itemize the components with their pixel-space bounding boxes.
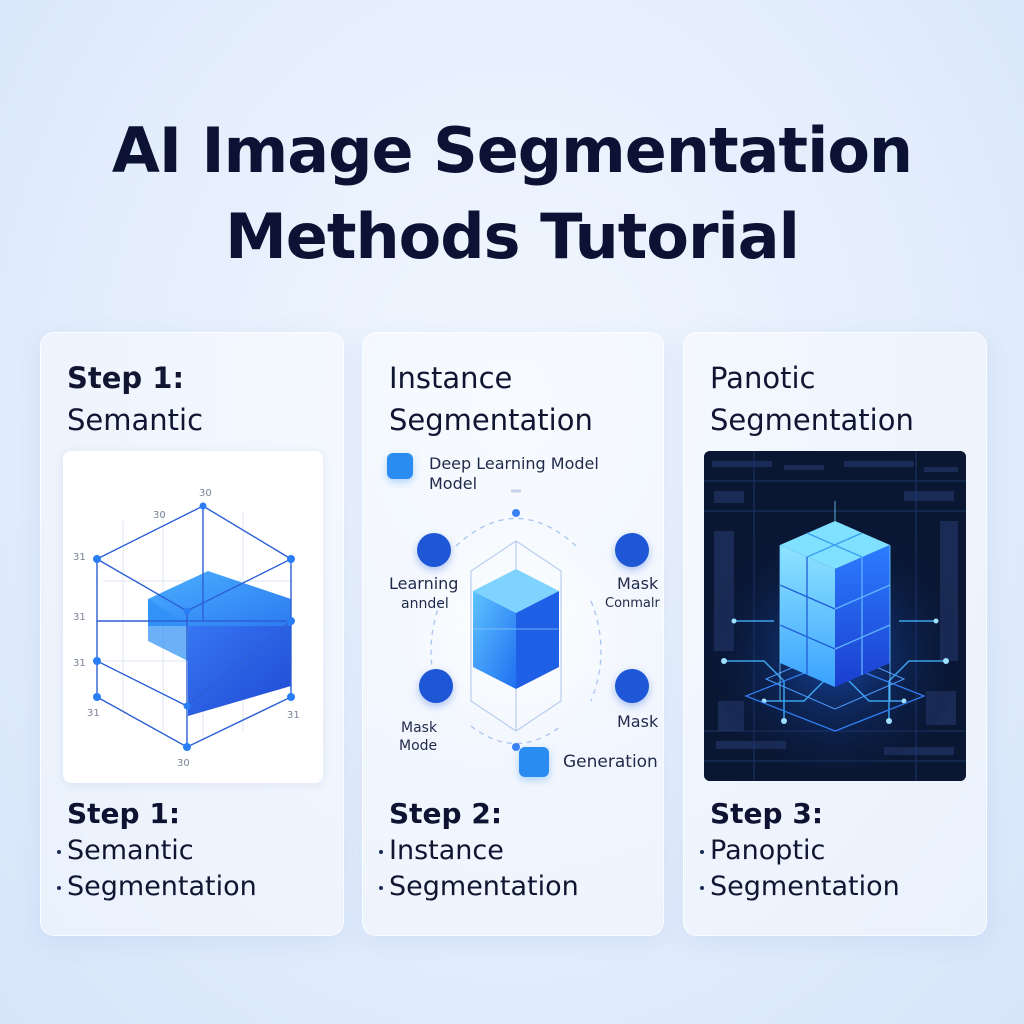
tick-bottom-right: 31 — [287, 710, 300, 721]
card-heading-line-1: Instance — [389, 361, 513, 395]
footer-line-1: Instance — [379, 833, 659, 869]
instance-illustration: Deep Learning Model Model Learning annde… — [381, 451, 660, 791]
card-step-1: Step 1: Semantic — [40, 332, 344, 936]
label-conmalr: Conmalr — [605, 596, 660, 611]
card-heading: Panotic Segmentation — [710, 357, 980, 441]
tick-left-2: 31 — [73, 612, 86, 623]
card-footer: Step 3: Panoptic Segmentation — [700, 795, 980, 905]
generation-icon — [519, 747, 549, 777]
label-model: Model — [429, 474, 478, 493]
page-title: AI Image Segmentation Methods Tutorial — [0, 108, 1024, 280]
footer-line-2-text: Segmentation — [710, 871, 900, 902]
tick-top-left: 30 — [153, 510, 166, 521]
card-heading-line-2: Semantic — [67, 403, 204, 437]
tick-left-3: 31 — [73, 658, 86, 669]
bullet-icon — [379, 885, 383, 890]
learning-node-icon — [417, 533, 451, 567]
bullet-icon — [57, 885, 61, 890]
label-learning: Learning — [389, 574, 459, 593]
footer-line-1: Panoptic — [700, 833, 980, 869]
footer-line-1-text: Instance — [389, 835, 504, 866]
card-heading-line-1: Step 1: — [67, 361, 185, 395]
card-heading-line-2: Segmentation — [710, 403, 914, 437]
bullet-icon — [700, 849, 704, 854]
card-heading: Instance Segmentation — [389, 357, 659, 441]
label-mask-right: Mask — [617, 574, 659, 593]
tick-bottom-left: 31 — [87, 708, 100, 719]
bullet-icon — [379, 849, 383, 854]
footer-step: Step 3: — [710, 797, 824, 830]
label-deep-learning: Deep Learning Model — [429, 454, 599, 473]
model-chip-icon — [387, 453, 413, 479]
footer-line-2: Segmentation — [57, 869, 337, 905]
footer-step: Step 1: — [67, 797, 181, 830]
label-generation: Generation — [563, 752, 658, 772]
tick-bottom: 30 — [177, 758, 190, 769]
card-heading-line-1: Panotic — [710, 361, 816, 395]
footer-line-2: Segmentation — [700, 869, 980, 905]
card-footer: Step 1: Semantic Segmentation — [57, 795, 337, 905]
panoptic-illustration — [704, 451, 966, 781]
footer-line-2-text: Segmentation — [389, 871, 579, 902]
label-anndel: anndel — [401, 596, 449, 612]
card-step-3: Panotic Segmentation — [683, 332, 987, 936]
label-mask-bottom-right: Mask — [617, 712, 659, 731]
footer-line-1: Semantic — [57, 833, 337, 869]
footer-line-2-text: Segmentation — [67, 871, 257, 902]
instance-network-graphic — [396, 489, 636, 751]
footer-line-2: Segmentation — [379, 869, 659, 905]
card-step-2: Instance Segmentation — [362, 332, 664, 936]
bullet-icon — [57, 849, 61, 854]
mask-mode-node-icon — [419, 669, 453, 703]
mask-contour-node-icon — [615, 533, 649, 567]
footer-line-1-text: Semantic — [67, 835, 194, 866]
title-line-2: Methods Tutorial — [225, 200, 800, 273]
footer-line-1-text: Panoptic — [710, 835, 826, 866]
semantic-cube-graphic — [93, 501, 295, 751]
tick-left-1: 31 — [73, 552, 86, 563]
label-mask-left: Mask — [401, 720, 438, 736]
footer-step: Step 2: — [389, 797, 503, 830]
panoptic-cube-graphic — [704, 451, 966, 781]
card-heading: Step 1: Semantic — [67, 357, 337, 441]
semantic-illustration: 30 30 31 31 31 31 31 30 — [63, 451, 323, 783]
card-footer: Step 2: Instance Segmentation — [379, 795, 659, 905]
title-line-1: AI Image Segmentation — [111, 114, 913, 187]
bullet-icon — [700, 885, 704, 890]
tick-top: 30 — [199, 488, 212, 499]
card-heading-line-2: Segmentation — [389, 403, 593, 437]
mask-node-icon — [615, 669, 649, 703]
label-mode: Mode — [399, 738, 438, 754]
